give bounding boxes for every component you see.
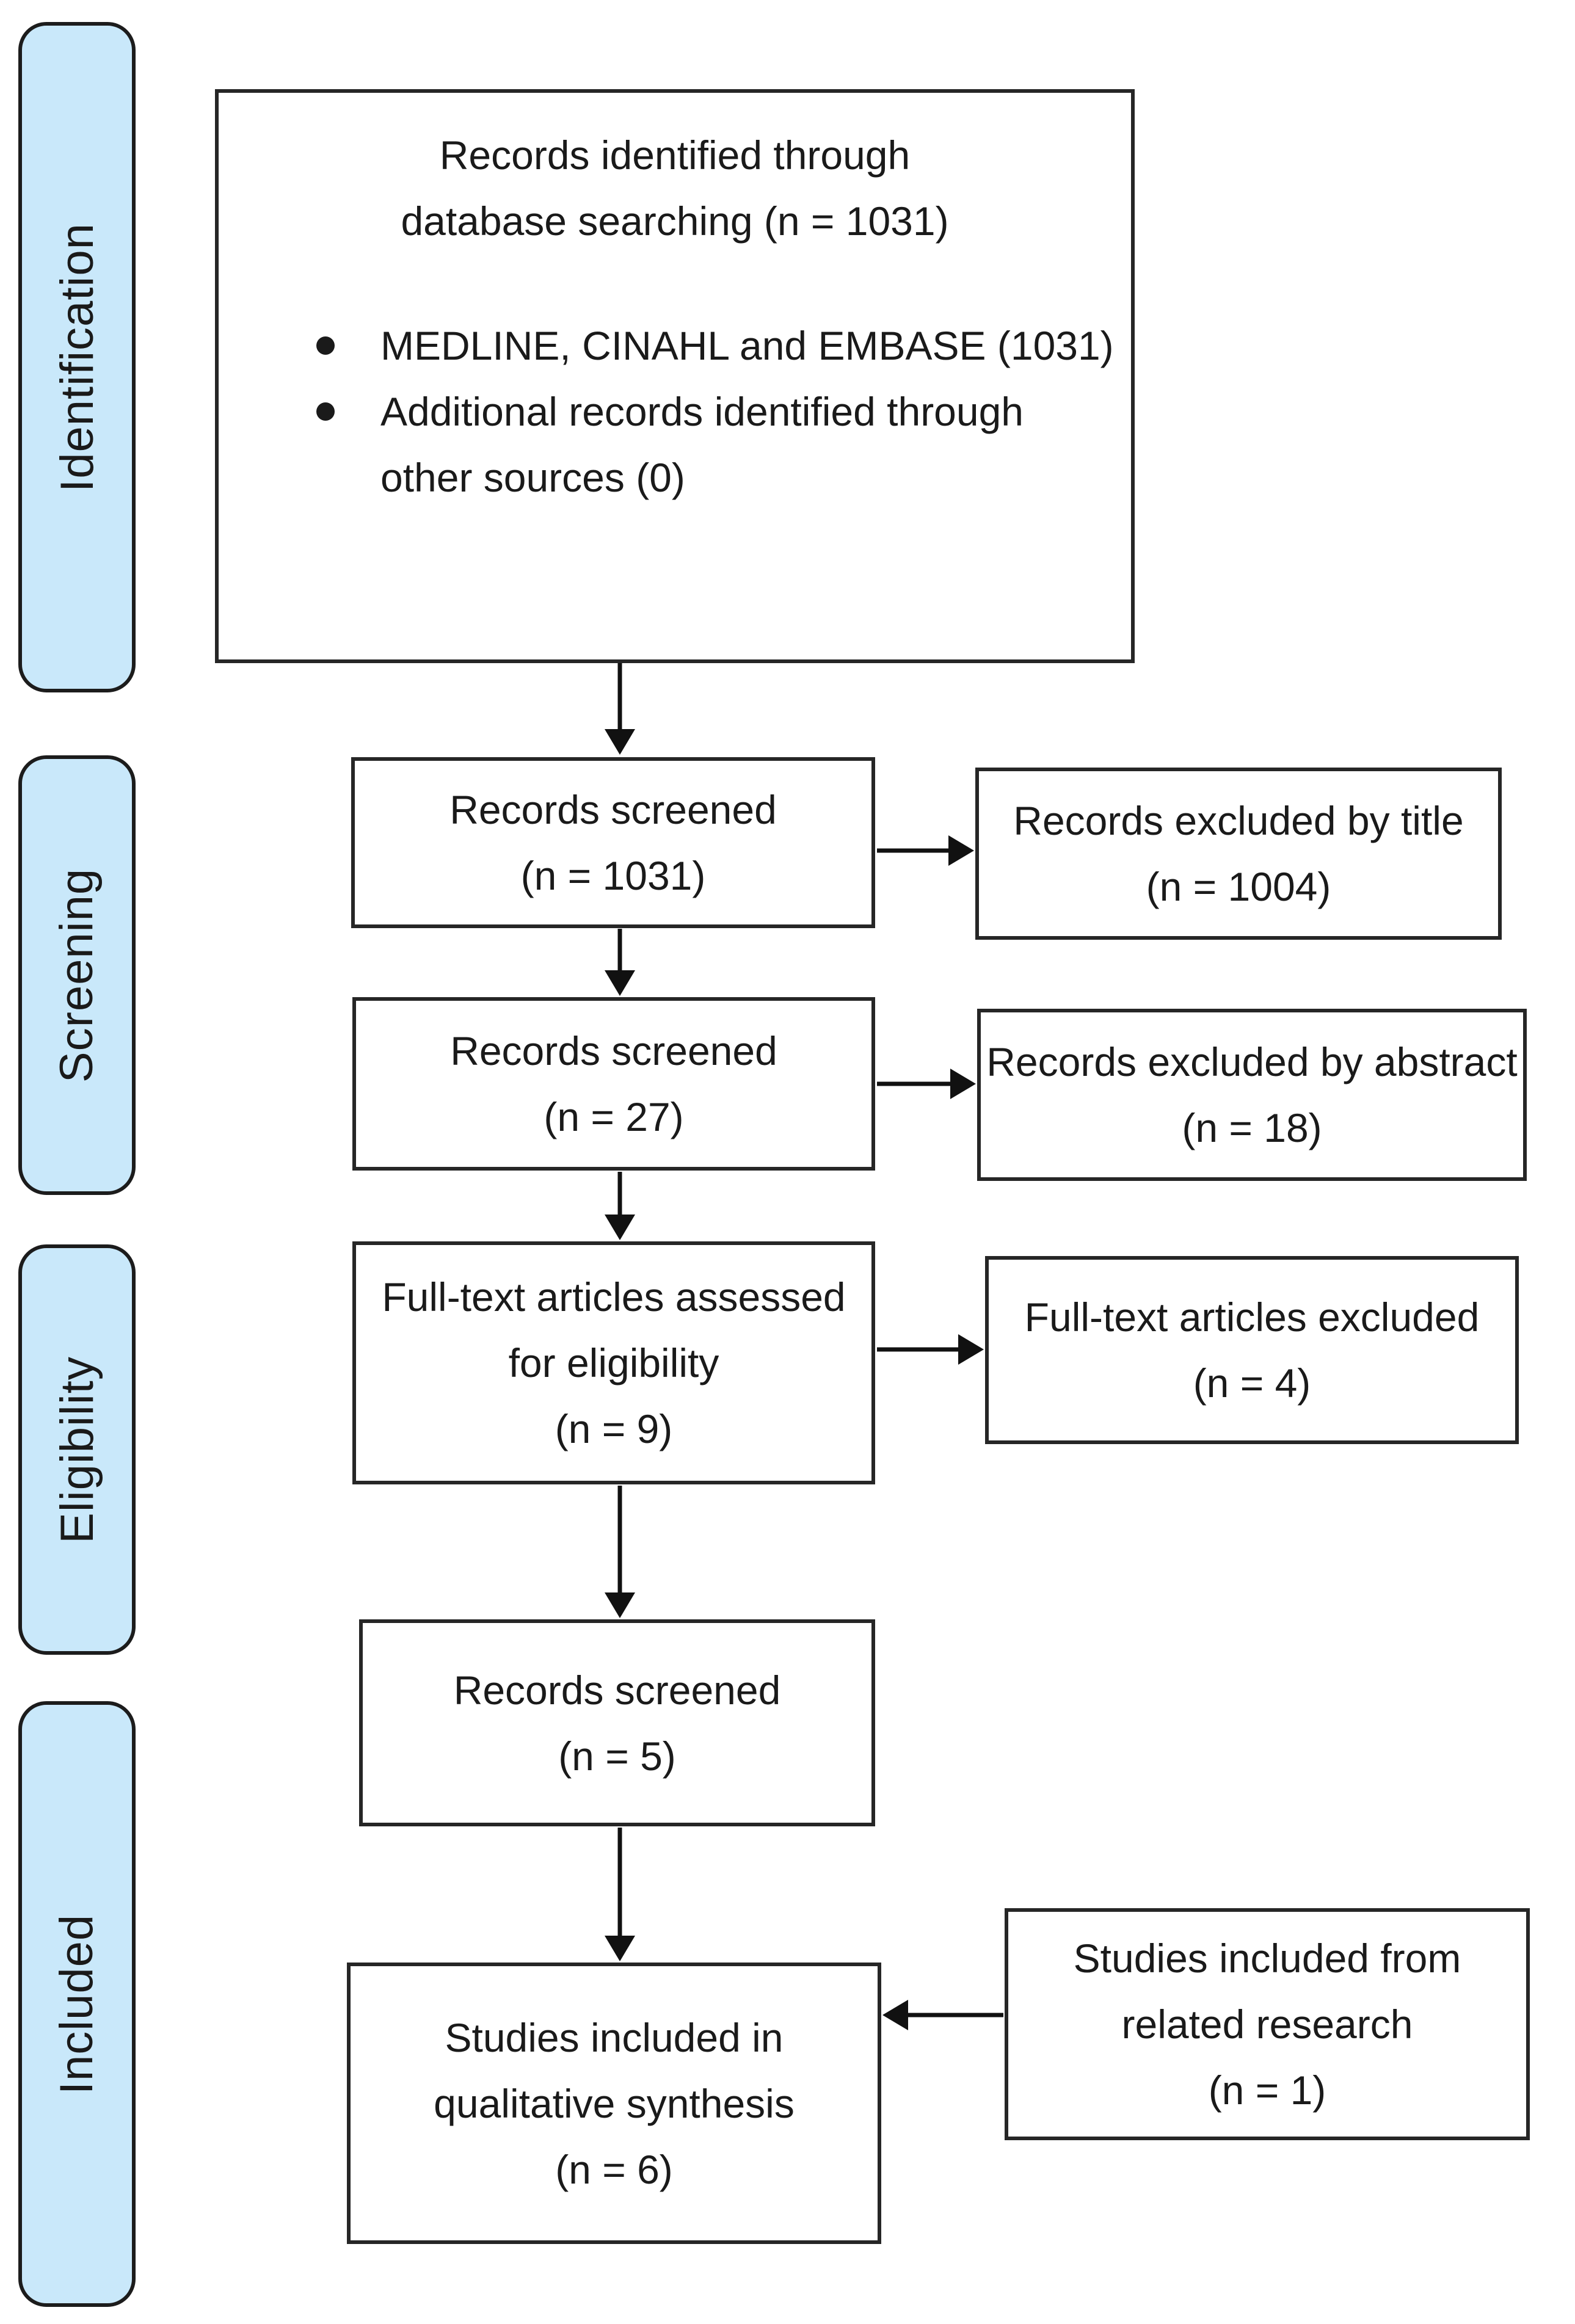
stage-label-screening: Screening <box>51 868 103 1083</box>
arrow-identified-to-screened <box>602 663 638 755</box>
arrow-screened5-to-qualitative <box>602 1828 638 1961</box>
arrow-screened27-to-excluded-abstract <box>877 1066 976 1102</box>
arrow-head <box>605 1592 635 1618</box>
stage-bar-identification: Identification <box>18 22 136 692</box>
box-fulltext-assessed: Full-text articles assessed for eligibil… <box>352 1241 875 1484</box>
arrow-screened27-to-fulltext <box>602 1172 638 1240</box>
box-records-excluded-by-abstract-line1: Records excluded by abstract <box>986 1039 1518 1084</box>
arrow-head <box>958 1334 984 1365</box>
box-fulltext-assessed-line2: for eligibility <box>508 1340 719 1385</box>
arrow-shaft <box>617 929 622 974</box>
arrow-screened1031-to-excluded-title <box>877 832 974 869</box>
bullet-dot-icon <box>316 402 335 421</box>
stage-bar-included: Included <box>18 1701 136 2307</box>
box-qualitative-synthesis: Studies included in qualitative synthesi… <box>347 1963 881 2244</box>
box-records-screened-5-line2: (n = 5) <box>558 1733 676 1779</box>
arrow-shaft <box>904 2013 1003 2017</box>
box-fulltext-assessed-line1: Full-text articles assessed <box>382 1274 846 1320</box>
box-fulltext-assessed-line3: (n = 9) <box>555 1406 673 1451</box>
box-records-screened-5-line1: Records screened <box>453 1667 781 1713</box>
bullet-databases-line: MEDLINE, CINAHL and EMBASE (1031) <box>380 323 1114 368</box>
bullet-item-databases: MEDLINE, CINAHL and EMBASE (1031) <box>219 313 1131 379</box>
box-related-research-line3: (n = 1) <box>1208 2068 1326 2113</box>
arrow-screened1031-to-screened27 <box>602 929 638 996</box>
stage-label-eligibility: Eligibility <box>51 1356 103 1544</box>
arrow-head <box>605 1215 635 1240</box>
stage-label-included: Included <box>51 1914 103 2094</box>
arrow-fulltext-to-screened5 <box>602 1486 638 1618</box>
box-records-excluded-by-abstract-line2: (n = 18) <box>1182 1105 1322 1150</box>
arrow-head <box>605 970 635 996</box>
box-related-research: Studies included from related research (… <box>1005 1908 1530 2140</box>
bullet-item-databases-text: MEDLINE, CINAHL and EMBASE (1031) <box>380 313 1114 379</box>
box-records-screened-1031: Records screened (n = 1031) <box>351 757 875 928</box>
stage-label-identification: Identification <box>51 222 103 492</box>
box-records-screened-5: Records screened (n = 5) <box>359 1619 875 1826</box>
arrow-shaft <box>877 1081 954 1086</box>
box-records-identified-title-line1: Records identified through <box>439 133 911 178</box>
box-records-excluded-by-title: Records excluded by title (n = 1004) <box>975 768 1502 940</box>
arrow-shaft <box>617 1172 622 1218</box>
arrow-shaft <box>617 1486 622 1596</box>
bullet-item-other-sources: Additional records identified through ot… <box>219 379 1131 510</box>
arrow-head <box>948 835 974 866</box>
arrow-shaft <box>877 848 952 853</box>
box-records-excluded-by-title-line2: (n = 1004) <box>1146 864 1331 909</box>
box-related-research-line1: Studies included from <box>1073 1936 1461 1981</box>
arrow-shaft <box>617 1828 622 1939</box>
arrow-shaft <box>617 663 622 733</box>
box-fulltext-excluded-line1: Full-text articles excluded <box>1024 1295 1480 1340</box>
bullet-item-other-sources-text: Additional records identified through ot… <box>380 379 1024 510</box>
arrow-related-to-qualitative <box>882 1997 1003 2033</box>
arrow-head <box>882 2000 908 2030</box>
box-related-research-line2: related research <box>1121 2002 1413 2047</box>
box-qualitative-synthesis-line3: (n = 6) <box>555 2146 673 2192</box>
box-records-screened-1031-line2: (n = 1031) <box>520 853 706 898</box>
box-records-identified-title-line2: database searching (n = 1031) <box>401 198 949 244</box>
box-records-identified-bullets: MEDLINE, CINAHL and EMBASE (1031) Additi… <box>219 313 1131 510</box>
box-records-screened-27-line1: Records screened <box>450 1028 777 1073</box>
box-records-excluded-by-abstract: Records excluded by abstract (n = 18) <box>977 1009 1527 1181</box>
box-records-screened-27-line2: (n = 27) <box>544 1094 684 1139</box>
box-fulltext-excluded-line2: (n = 4) <box>1193 1360 1311 1406</box>
arrow-head <box>605 1936 635 1961</box>
stage-bar-eligibility: Eligibility <box>18 1244 136 1655</box>
box-qualitative-synthesis-line2: qualitative synthesis <box>434 2080 795 2126</box>
bullet-other-sources-line2: other sources (0) <box>380 455 685 500</box>
stage-bar-screening: Screening <box>18 755 136 1195</box>
arrow-shaft <box>877 1347 962 1352</box>
arrow-head <box>605 729 635 755</box>
box-fulltext-excluded: Full-text articles excluded (n = 4) <box>985 1256 1519 1444</box>
bullet-dot-icon <box>316 336 335 355</box>
arrow-fulltext-to-fulltext-excluded <box>877 1331 984 1368</box>
box-qualitative-synthesis-line1: Studies included in <box>445 2014 784 2060</box>
box-records-screened-27: Records screened (n = 27) <box>352 997 875 1171</box>
box-records-identified: Records identified through database sear… <box>215 89 1135 663</box>
box-records-screened-1031-line1: Records screened <box>449 787 777 832</box>
arrow-head <box>950 1069 976 1099</box>
box-records-excluded-by-title-line1: Records excluded by title <box>1013 798 1464 843</box>
bullet-other-sources-line1: Additional records identified through <box>380 389 1024 434</box>
